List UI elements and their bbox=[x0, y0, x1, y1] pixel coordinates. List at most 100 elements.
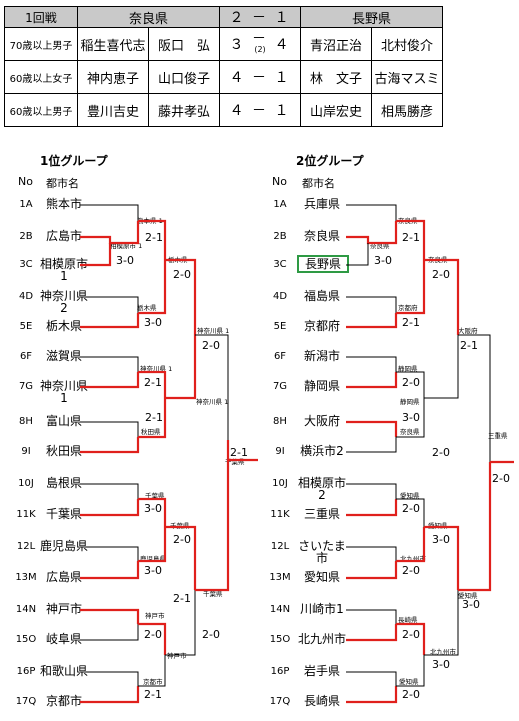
team-name: 長崎県 bbox=[303, 694, 340, 708]
team-name: 富山県 bbox=[45, 414, 82, 428]
bracket-line bbox=[195, 440, 230, 592]
match-score: 2-0 bbox=[402, 564, 420, 577]
seed-label: 4D bbox=[18, 291, 34, 302]
bracket-line bbox=[396, 371, 425, 398]
bracket-line bbox=[424, 525, 460, 590]
group1-title: 1位グループ bbox=[40, 154, 108, 168]
team-name: 新潟市 bbox=[303, 349, 340, 363]
team-name: 広島市 bbox=[45, 229, 82, 243]
match-score: 2-1 bbox=[144, 688, 162, 701]
team-name: 川崎市1 bbox=[300, 602, 344, 616]
match-score: 2-1 bbox=[145, 411, 163, 424]
bracket-line bbox=[138, 655, 166, 687]
seed-label: 10J bbox=[18, 478, 34, 489]
bracket-line bbox=[80, 686, 140, 704]
match-score: 2-0 bbox=[432, 446, 450, 459]
bracket-line bbox=[396, 260, 426, 315]
match-score: 3-0 bbox=[402, 411, 420, 424]
bracket-line bbox=[346, 546, 397, 561]
group1-no-header: No bbox=[18, 175, 33, 188]
seed-label: 10J bbox=[272, 478, 288, 489]
player: 神内恵子 bbox=[77, 60, 149, 94]
bracket-line bbox=[138, 219, 167, 260]
match-row: 60歳以上女子 神内恵子 山口俊子 ４ － １ 林 文子 古海マスミ bbox=[4, 60, 443, 94]
match-score: 2-1 bbox=[230, 446, 248, 459]
team-name: 大阪府 bbox=[303, 414, 340, 428]
match-score: 2-0 bbox=[492, 472, 510, 485]
bracket-line bbox=[165, 590, 196, 656]
match-score: 2-1 bbox=[144, 376, 162, 389]
seed-label: 8H bbox=[19, 416, 33, 427]
bracket-line bbox=[396, 498, 425, 527]
bracket-line bbox=[396, 398, 425, 438]
team-name: 鹿児島県 bbox=[39, 539, 88, 553]
bracket-line bbox=[80, 313, 140, 329]
group2-city-header: 都市名 bbox=[302, 177, 335, 190]
bracket-line bbox=[138, 260, 167, 315]
seed-label: 2B bbox=[273, 231, 287, 242]
player: 山口俊子 bbox=[148, 60, 220, 94]
winner-label: 北九州市 bbox=[400, 555, 426, 563]
match-score: 3-0 bbox=[374, 254, 392, 267]
bracket-line bbox=[424, 258, 460, 335]
bracket-line bbox=[80, 624, 139, 641]
seed-label: 13M bbox=[15, 572, 37, 583]
team-name: 北九州市 bbox=[297, 632, 346, 646]
score: ４ － １ bbox=[219, 93, 301, 127]
seed-label: 5E bbox=[273, 321, 287, 332]
match-table: 1回戦 奈良県 ２ － １ 長野県 70歳以上男子 稲生喜代志 阪口 弘 ３ －… bbox=[4, 6, 443, 127]
match-score: 3-0 bbox=[144, 564, 162, 577]
score: ４ － １ bbox=[219, 60, 301, 94]
team-name: 静岡県 bbox=[303, 379, 340, 393]
seed-label: 7G bbox=[272, 381, 288, 392]
bracket-line bbox=[346, 483, 397, 499]
seed-label: 7G bbox=[18, 381, 34, 392]
bracket-line bbox=[80, 221, 140, 245]
winner-label: 神戸市 bbox=[167, 652, 187, 660]
bracket-line bbox=[424, 590, 459, 656]
winner-label: 神奈川県 1 bbox=[196, 398, 229, 406]
winner-label: 京都府 bbox=[398, 304, 418, 312]
winner-label: 三重県 bbox=[488, 432, 508, 440]
player: 古海マスミ bbox=[371, 60, 443, 94]
seed-label: 6F bbox=[19, 351, 33, 362]
bracket-line bbox=[165, 525, 197, 590]
seed-label: 12L bbox=[16, 541, 36, 552]
player: 林 文子 bbox=[300, 60, 372, 94]
score-left: ４ bbox=[229, 103, 246, 119]
group2-no-header: No bbox=[272, 175, 287, 188]
match-score: 2-0 bbox=[402, 502, 420, 515]
seed-label: 14N bbox=[15, 604, 37, 615]
bracket-line bbox=[80, 204, 139, 221]
match-row: 70歳以上男子 稲生喜代志 阪口 弘 ３ －(2) ４ 青沼正治 北村俊介 bbox=[4, 27, 443, 61]
winner-label: 大阪府 bbox=[458, 327, 478, 335]
bracket-line bbox=[346, 296, 397, 313]
round-label: 1回戦 bbox=[4, 6, 78, 28]
bracket-line bbox=[80, 499, 140, 517]
seed-label: 1A bbox=[19, 199, 33, 210]
seed-label: 3C bbox=[19, 259, 33, 270]
seed-label: 5E bbox=[19, 321, 33, 332]
seed-label: 16P bbox=[270, 666, 290, 677]
match-score: 3-0 bbox=[116, 254, 134, 267]
score-right: １ bbox=[274, 103, 291, 119]
bracket-line bbox=[138, 622, 167, 655]
seed-label: 12L bbox=[270, 541, 290, 552]
bracket-line bbox=[138, 497, 167, 527]
team-name: 岐阜県 bbox=[45, 632, 82, 646]
winner-label: 長崎県 bbox=[398, 616, 418, 624]
bracket-line bbox=[346, 499, 398, 517]
match-score: 2-1 bbox=[145, 231, 163, 244]
match-score: 2-0 bbox=[402, 688, 420, 701]
winner-label: 愛知県 bbox=[400, 492, 420, 500]
player: 北村俊介 bbox=[371, 27, 443, 61]
winner-label: 栃木県 bbox=[137, 304, 157, 312]
bracket-line bbox=[195, 334, 229, 440]
winner-label: 千葉県 bbox=[225, 458, 245, 466]
bracket-line bbox=[346, 243, 369, 266]
team-name: 相模原市 1 bbox=[39, 257, 88, 283]
team-name: 岩手県 bbox=[303, 664, 340, 678]
bracket-line bbox=[424, 335, 459, 399]
bracket-line bbox=[346, 204, 397, 221]
